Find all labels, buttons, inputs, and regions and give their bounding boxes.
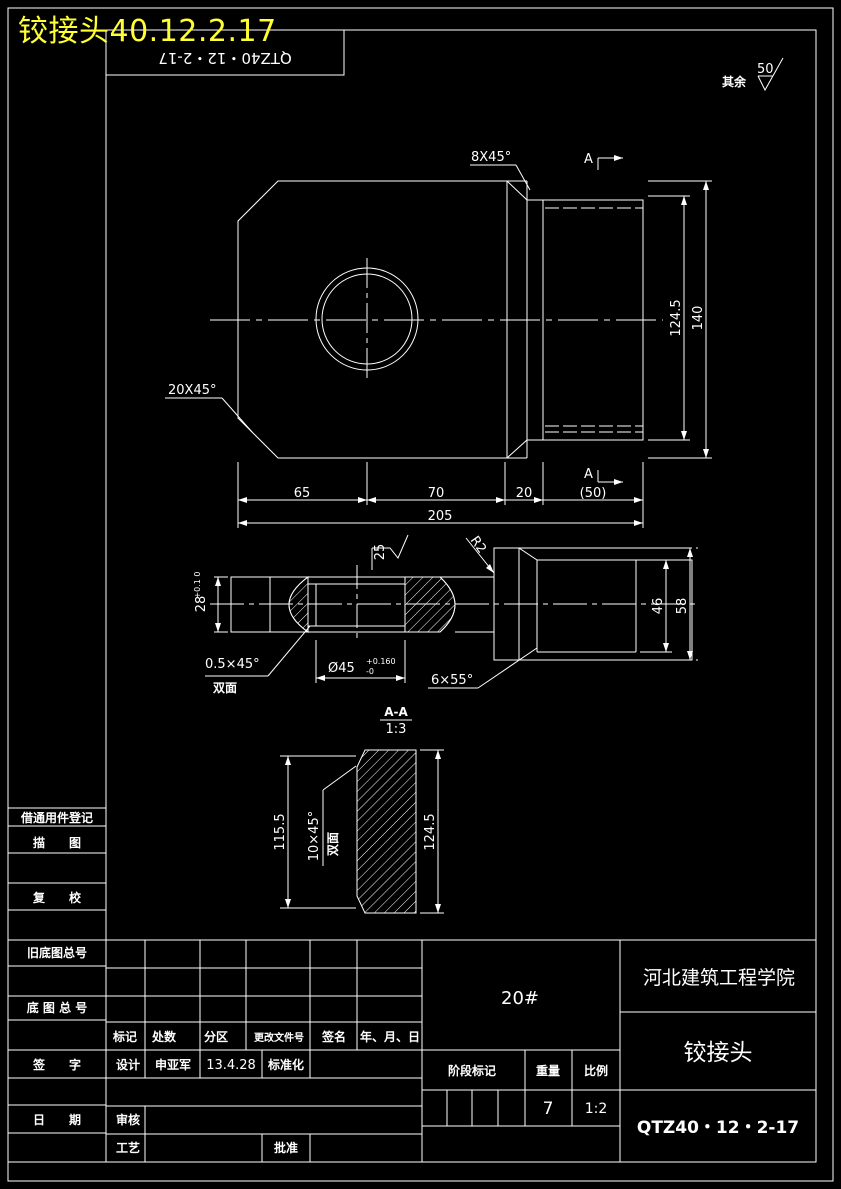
- scale-label: 比例: [584, 1063, 608, 1078]
- side-label-1: 描 图: [33, 835, 81, 850]
- side-table-labels: 借通用件登记 描 图 复 校 旧底图总号 底 图 总 号 签 字 日 期: [20, 810, 93, 1127]
- title-block: [105, 939, 817, 1163]
- section-dimensions: [280, 749, 444, 914]
- side-table: [7, 807, 107, 1163]
- dim-6x55: 6×55°: [431, 673, 473, 688]
- design-label: 设计: [116, 1057, 140, 1072]
- dim-58: 58: [675, 598, 690, 615]
- dim-10x45: 10×45°: [307, 811, 322, 861]
- dim-section-double-face: 双面: [326, 832, 340, 856]
- dim-roughness-25: 25: [373, 544, 388, 561]
- dim-28: 28: [194, 596, 209, 613]
- approve-label: 批准: [274, 1140, 298, 1155]
- side-label-0: 借通用件登记: [20, 810, 93, 825]
- dim-bore-tol-low: -0: [366, 667, 374, 676]
- dim-28-tolerance: +0.1 0: [193, 571, 202, 598]
- header-count: 处数: [151, 1029, 177, 1044]
- weight-label: 重量: [536, 1063, 560, 1078]
- overlay-title: 铰接头40.12.2.17: [18, 14, 277, 49]
- dim-115-5: 115.5: [273, 813, 288, 850]
- side-view-dim-labels: 28 +0.1 0 0.5×45° 双面 Ø45 +0.160 -0 6×55°…: [193, 534, 690, 695]
- dim-chamfer-05: 0.5×45°: [205, 657, 260, 672]
- corner-code: QTZ40・12・2-17: [158, 49, 291, 67]
- scale-value: 1:2: [585, 1101, 608, 1117]
- main-view-dim-labels: 8X45° 20X45° 124.5 140 65 70 20 (50) 205…: [168, 150, 706, 524]
- surface-finish-symbol: 其余 50: [722, 57, 784, 92]
- section-view: [356, 749, 417, 914]
- stage-label: 阶段标记: [448, 1063, 496, 1078]
- section-label: A-A 1:3: [380, 705, 412, 737]
- side-view-dim-arrows: [215, 548, 693, 681]
- dim-chamfer-left: 20X45°: [168, 383, 217, 398]
- school-name: 河北建筑工程学院: [643, 967, 795, 989]
- dim-205: 205: [428, 509, 453, 524]
- dim-radius-r2: R2: [467, 534, 489, 557]
- main-view-dimensions: [165, 157, 712, 528]
- surface-finish-label: 其余: [722, 74, 747, 89]
- dim-section-124-5: 124.5: [423, 813, 438, 850]
- process-label: 工艺: [116, 1140, 140, 1155]
- side-view-dimensions: [205, 534, 698, 689]
- part-name: 铰接头: [684, 1040, 753, 1066]
- header-signature: 签名: [321, 1029, 346, 1044]
- main-view: [210, 180, 663, 459]
- header-mark: 标记: [112, 1029, 137, 1044]
- side-view-hatch: [288, 576, 456, 633]
- header-change-doc: 更改文件号: [254, 1031, 304, 1044]
- header-date: 年、月、日: [360, 1029, 420, 1044]
- weight-value: 7: [543, 1099, 554, 1119]
- section-dim-labels: 115.5 124.5 10×45° 双面: [273, 811, 438, 861]
- dim-bore-tol-up: +0.160: [366, 657, 396, 666]
- dim-50: (50): [580, 486, 607, 501]
- side-label-6: 日 期: [33, 1112, 81, 1127]
- side-label-3: 旧底图总号: [27, 945, 87, 960]
- header-zone: 分区: [204, 1029, 228, 1044]
- side-label-4: 底 图 总 号: [27, 1000, 88, 1015]
- dim-bore: Ø45: [328, 661, 355, 676]
- side-label-5: 签 字: [32, 1057, 81, 1072]
- side-label-2: 复 校: [32, 890, 82, 905]
- dim-chamfer-top: 8X45°: [471, 150, 511, 165]
- section-scale: 1:3: [386, 722, 407, 737]
- dim-140: 140: [691, 306, 706, 331]
- main-view-dim-arrows: [238, 155, 709, 526]
- dim-20: 20: [516, 486, 533, 501]
- title-block-labels: 河北建筑工程学院 铰接头 QTZ40・12・2-17 20# 标记 处数 分区 …: [112, 967, 799, 1155]
- dim-46: 46: [651, 598, 666, 615]
- review-label: 审核: [116, 1112, 140, 1127]
- drawing-number: QTZ40・12・2-17: [637, 1118, 799, 1138]
- standard-label: 标准化: [267, 1057, 304, 1072]
- design-date: 13.4.28: [206, 1058, 256, 1073]
- section-dim-arrows: [285, 750, 441, 913]
- material: 20#: [501, 988, 539, 1009]
- section-mark-top: A: [584, 152, 593, 167]
- dim-124-5: 124.5: [669, 299, 684, 336]
- dim-70: 70: [428, 486, 445, 501]
- dim-65: 65: [294, 486, 311, 501]
- surface-finish-value: 50: [757, 62, 774, 77]
- designer-name: 申亚军: [155, 1057, 191, 1072]
- dim-double-face: 双面: [213, 681, 237, 695]
- section-mark-bottom: A: [584, 467, 593, 482]
- section-title: A-A: [384, 705, 408, 719]
